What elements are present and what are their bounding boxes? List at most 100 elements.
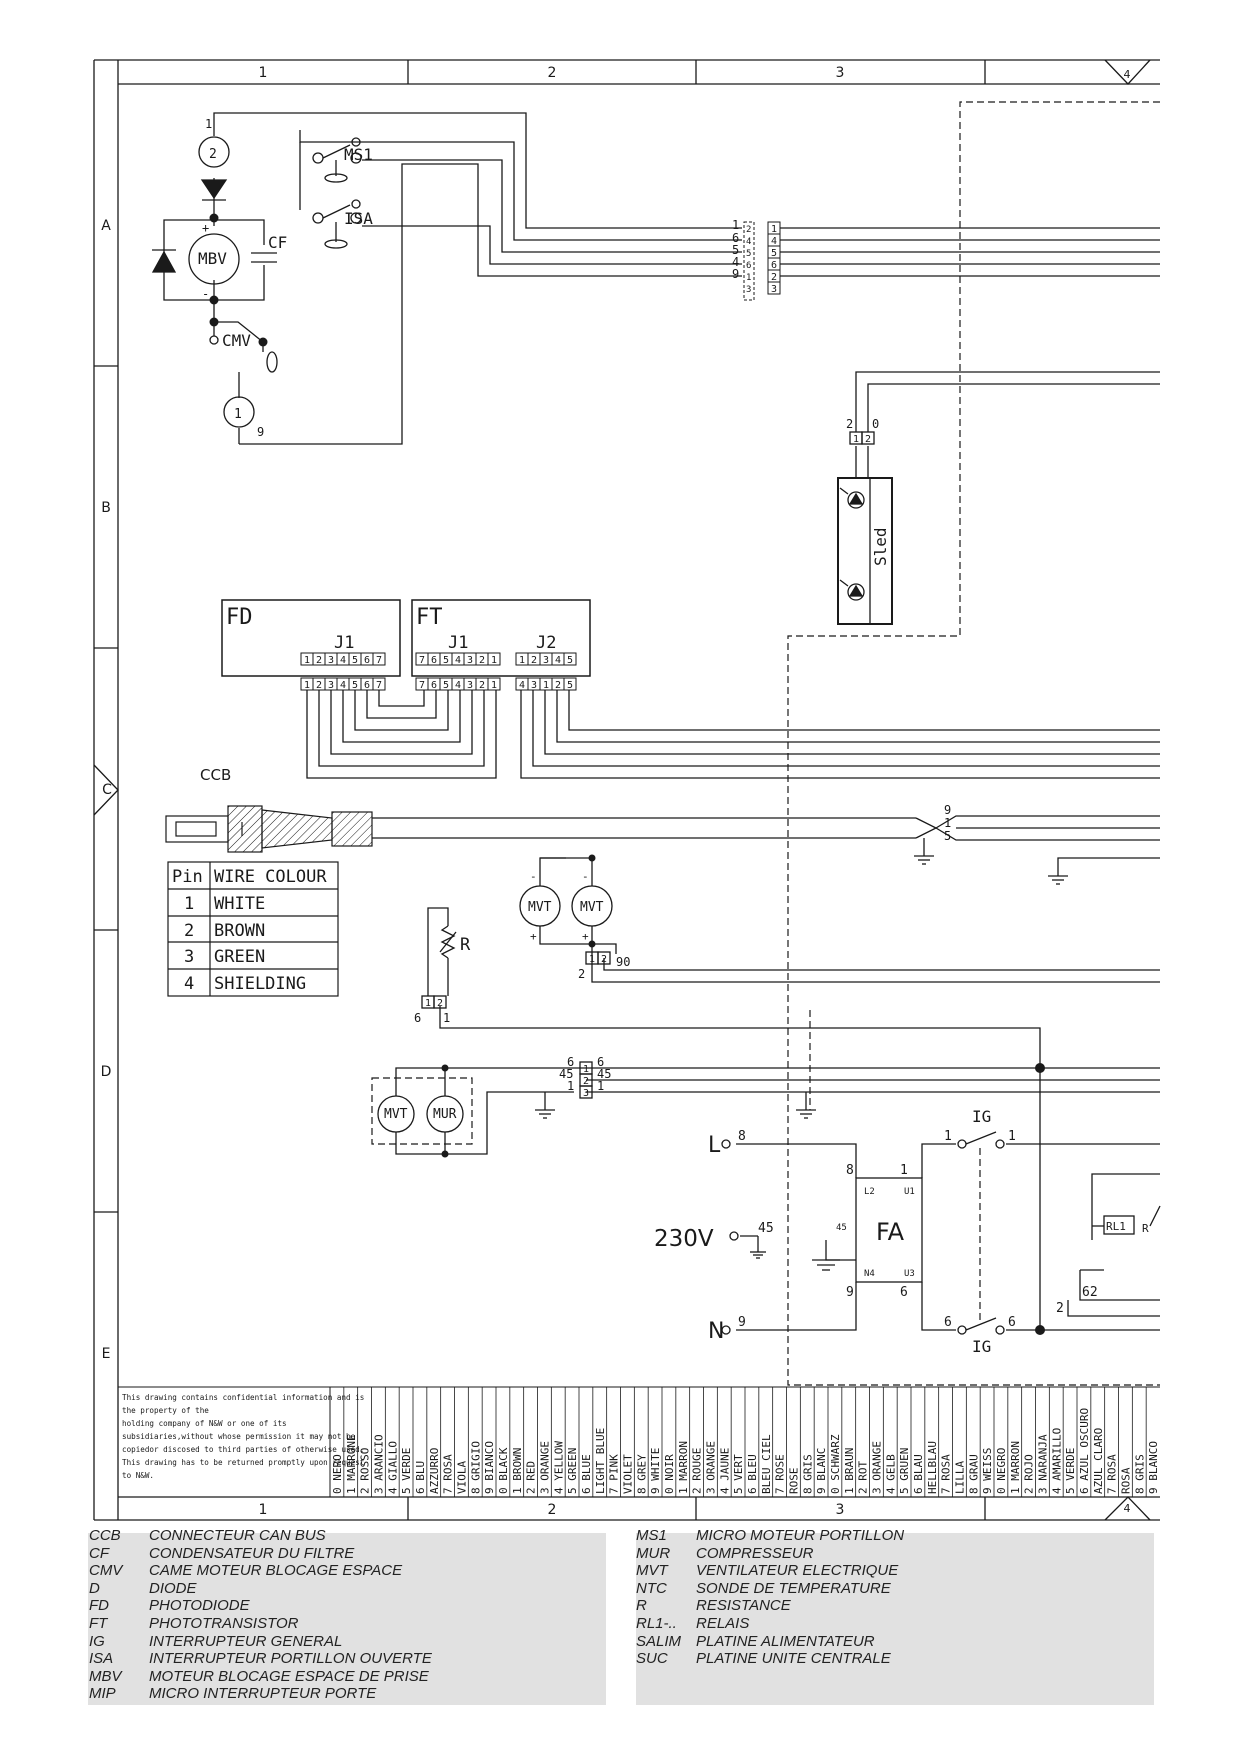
sled-pin-1: 1	[853, 434, 859, 445]
colour-code-label: 8 GRIS	[801, 1454, 814, 1494]
legend-code: MUR	[636, 1544, 671, 1562]
fa-in-8: 8	[846, 1163, 854, 1178]
colour-code-label: 2 ROUGE	[691, 1448, 704, 1494]
colour-code-label: 6 BLU	[414, 1461, 427, 1494]
colour-code-label: 9 BLANC	[815, 1448, 828, 1494]
ig-top-in-1: 1	[944, 1129, 952, 1144]
wire-table-header-colour: WIRE COLOUR	[214, 867, 327, 887]
colour-code-label: 9 WHITE	[649, 1448, 662, 1494]
ground-icon	[796, 1109, 816, 1119]
mvt-1-plus: +	[530, 930, 537, 943]
ig-bottom-out-6: 6	[1008, 1315, 1016, 1330]
mvt-wire-90: 90	[616, 955, 630, 969]
colour-code-label: 0 NOIR	[663, 1454, 676, 1494]
colour-code-label: 1 MARRON	[1009, 1441, 1022, 1494]
colour-code-label: 3 ORANGE	[870, 1441, 883, 1494]
legend-code: FD	[89, 1597, 109, 1615]
colour-code-label: 0 BLACK	[497, 1447, 510, 1494]
conn-a-left-1: 1	[732, 218, 739, 232]
wire-table-colour-4: SHIELDING	[214, 974, 306, 994]
conn-a-left-9: 9	[732, 267, 739, 281]
dashed-enclosures	[371, 101, 1160, 1386]
mvt-motor-label: MVT	[384, 1107, 408, 1122]
terminal-1-lower-number: 1	[234, 407, 242, 422]
mbv-section	[151, 136, 278, 428]
mvt-2-plus: +	[582, 930, 589, 943]
colour-code-label: 0 SCHWARZ	[829, 1434, 842, 1494]
legend-code: SUC	[636, 1650, 668, 1668]
wire-table-header-pin: Pin	[172, 867, 203, 887]
connector-pin-number: 1	[491, 655, 497, 666]
ground-icon	[812, 1259, 840, 1271]
connector-pin-number: 2	[531, 655, 537, 666]
conn-a-pin-1: 1	[746, 273, 751, 283]
mbv-minus-mark: -	[202, 287, 209, 301]
legend-description: PHOTODIODE	[149, 1597, 250, 1615]
legend-description: RESISTANCE	[696, 1597, 791, 1615]
ground-icon	[914, 855, 934, 865]
notice-line-7: to N&W.	[122, 1471, 154, 1480]
wire-2-power: 2	[1056, 1301, 1064, 1316]
colour-code-label: 9 BLANCO	[1147, 1441, 1160, 1494]
resistor-label: R	[460, 935, 471, 955]
legend-description: CAME MOTEUR BLOCAGE ESPACE	[149, 1562, 403, 1580]
terminal-1-symbol	[223, 396, 255, 428]
colour-code-label: 6 BLUE	[580, 1454, 593, 1494]
col-label-bottom-1: 1	[259, 1502, 268, 1518]
fa-out-1: 1	[900, 1163, 908, 1178]
wire-table-pin-1: 1	[184, 894, 194, 914]
line-l-label: L	[708, 1133, 721, 1158]
colour-code-label: 1 MARRONE	[345, 1434, 358, 1494]
conn-d-left-45: 45	[559, 1067, 573, 1081]
ground-icon	[535, 1109, 555, 1119]
fd-label: FD	[226, 605, 253, 630]
cf-label: CF	[268, 233, 287, 252]
colour-code-label: 7 PINK	[608, 1454, 621, 1494]
connector-pin-number: 4	[340, 655, 346, 666]
fa-out-6: 6	[900, 1285, 908, 1300]
connector-pin-number: 7	[376, 680, 382, 691]
legend-code: CMV	[89, 1562, 123, 1580]
terminal-1-number: 1	[205, 117, 212, 131]
switches-ms1-isa	[312, 137, 362, 249]
ccb-wire-1: 1	[944, 816, 951, 830]
connector-pin-number: 3	[531, 680, 537, 691]
wire-number-9-mbv: 9	[257, 425, 264, 439]
fa-filter-box	[855, 1177, 923, 1283]
colour-code-label: LIGHT BLUE	[594, 1428, 607, 1494]
conn-a-left-6: 6	[732, 231, 739, 245]
colour-code-label: LILLA	[953, 1461, 966, 1494]
notice-line-4: subsidiaries,without whose permission it…	[122, 1432, 356, 1441]
legend-code: FT	[89, 1615, 108, 1632]
conn-a-pin-5: 5	[746, 249, 751, 259]
connector-pin-number: 7	[419, 655, 425, 666]
wire-45-230v: 45	[758, 1221, 774, 1236]
row-label-e: E	[102, 1346, 111, 1362]
mvt-conn-pin-2: 2	[601, 954, 607, 965]
colour-code-label: 1 MARRON	[677, 1441, 690, 1494]
legend-description: RELAIS	[696, 1615, 750, 1632]
conn-a-right-4: 4	[771, 236, 777, 247]
conn-a-left-4: 4	[732, 255, 739, 269]
fa-terminal-n4: N4	[864, 1269, 875, 1279]
fa-terminal-l2: L2	[864, 1187, 875, 1197]
mvt-motor-symbol	[377, 1095, 415, 1133]
legend-description: PLATINE UNITE CENTRALE	[696, 1650, 891, 1668]
ccb-wire-9: 9	[944, 803, 951, 817]
legend-code: NTC	[636, 1579, 667, 1597]
connector-pin-number: 5	[567, 680, 573, 691]
wire-table-colour-1: WHITE	[214, 894, 265, 914]
colour-code-label: 5 VERDE	[400, 1448, 413, 1494]
colour-code-label: 3 ARANCIO	[372, 1434, 385, 1494]
fd-j1-label: J1	[334, 633, 354, 653]
conn-a-right-5: 5	[771, 248, 777, 259]
col-label-bottom-2: 2	[548, 1502, 557, 1518]
wire-table-pin-3: 3	[184, 947, 194, 967]
fa-label: FA	[876, 1218, 905, 1246]
legend-description: INTERRUPTEUR GENERAL	[149, 1632, 343, 1650]
connector-a-block	[743, 221, 781, 301]
row-label-a: A	[101, 218, 111, 234]
connector-pin-number: 1	[304, 655, 310, 666]
connector-pin-number: 6	[364, 655, 370, 666]
